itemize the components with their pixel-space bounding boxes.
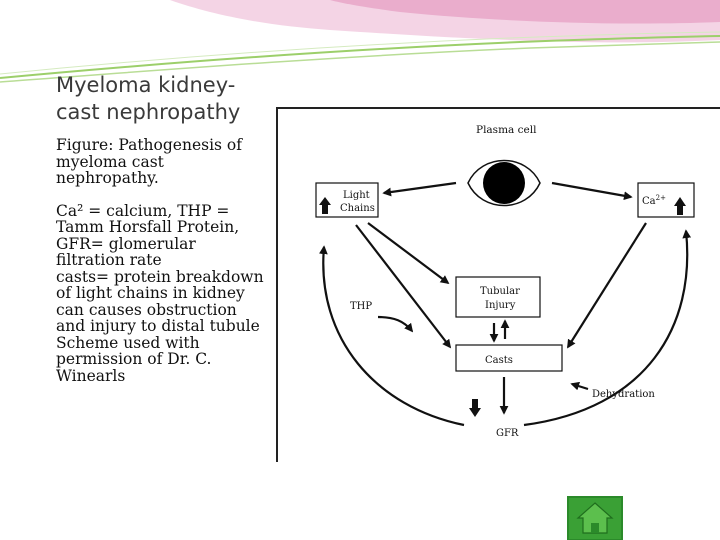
light-chains-to-injury-arrow [367,222,450,285]
dehydration-label: Dehydration [592,389,655,400]
caption-line: Tamm Horsfall Protein, [56,218,240,236]
calcium-box [637,182,695,218]
calcium-symbol: Ca [642,196,656,207]
up-arrow-icon [319,197,331,214]
thp-arrow [377,315,414,333]
plasma-to-light-chains-arrow [382,181,457,197]
title-line: cast nephropathy [56,100,241,124]
caption-line: filtration rate [56,251,162,269]
plasma-to-calcium-arrow [551,181,633,201]
caption-line: nephropathy. [56,169,159,187]
caption-line: GFR= glomerular [56,234,196,253]
up-arrow-icon [674,197,686,215]
caption-line: Winearls [56,366,126,385]
calcium-superscript: 2+ [656,194,666,202]
caption-line: and injury to distal tubule [56,317,260,335]
calcium-to-casts-arrow [567,222,647,349]
down-arrow-icon [469,399,481,417]
caption-line: myeloma cast [56,152,164,171]
left-loop-arrow [319,245,465,427]
light-chains-label: Chains [340,203,375,214]
tubular-injury-box [455,276,541,318]
thp-label: THP [350,301,372,312]
figure-caption: Figure: Pathogenesis of myeloma cast nep… [56,137,276,384]
house-icon [576,502,614,534]
right-loop-arrow [523,229,692,427]
decorative-banner [0,0,720,83]
plasma-cell-label: Plasma cell [476,124,537,136]
tubular-injury-label: Injury [485,300,516,311]
gfr-label: GFR [496,428,519,439]
caption-spacer [56,187,276,203]
casts-label: Casts [485,355,513,366]
caption-line: casts= protein breakdown [56,267,264,286]
caption-line: Figure: Pathogenesis of [56,136,242,154]
slide-title: Myeloma kidney- cast nephropathy [56,72,276,126]
caption-line: Ca² = calcium, THP = [56,201,230,220]
casts-box [455,344,563,372]
caption-line: Scheme used with [56,333,200,352]
caption-line: of light chains in kidney [56,284,245,302]
pathogenesis-figure: Plasma cell Light Chains Ca2+ Tubular In… [276,107,720,462]
tubular-injury-label: Tubular [480,286,520,297]
caption-line: can causes obstruction [56,300,237,319]
calcium-label: Ca2+ [642,194,666,207]
light-chains-label: Light [343,190,370,201]
dehydration-arrow [570,381,589,391]
title-line: Myeloma kidney- [56,73,236,97]
light-chains-to-casts-arrow [355,224,452,349]
plasma-cell-nucleus [483,162,525,204]
home-button[interactable] [566,495,624,540]
caption-line: permission of Dr. C. [56,350,212,368]
